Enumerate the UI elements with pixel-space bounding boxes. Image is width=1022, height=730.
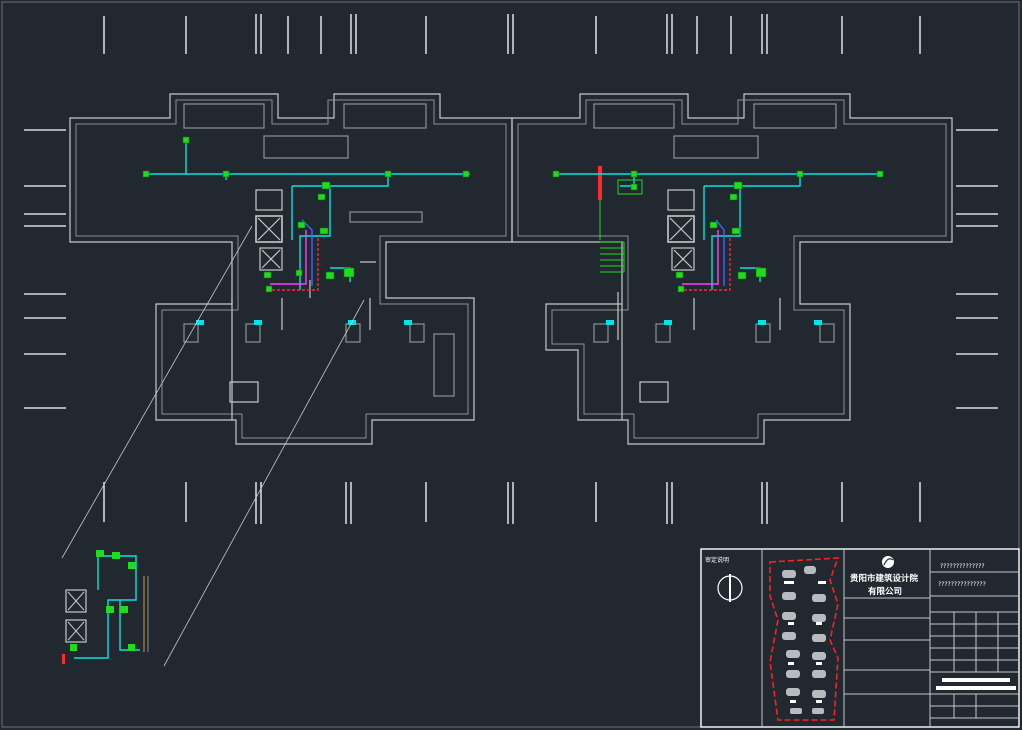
dimension-ticks-top	[103, 14, 921, 54]
title-block-note-label: 审定说明	[705, 556, 729, 564]
dimension-ticks-sides	[24, 129, 998, 409]
floor-plan-right-unit	[511, 93, 953, 445]
project-name-line1: ??????????????	[940, 563, 985, 570]
company-name-line2: 有限公司	[868, 586, 902, 597]
site-key-plan	[769, 557, 840, 721]
plumbing-right-unit	[556, 173, 880, 291]
company-name-line1: 贵阳市建筑设计院	[850, 573, 919, 584]
enlarged-detail-view	[62, 550, 149, 664]
sanitary-fixtures-right	[606, 320, 822, 325]
title-block	[700, 548, 1020, 728]
valve-box-right	[617, 179, 643, 195]
floor-plan-left-unit	[69, 93, 513, 445]
north-arrow-icon	[717, 574, 743, 602]
company-logo-icon	[882, 556, 894, 568]
fixtures-left-unit	[142, 136, 470, 293]
fixtures-right-unit	[552, 170, 884, 293]
detail-leader-lines	[61, 225, 365, 667]
riser-marker-red	[598, 166, 602, 200]
project-name-line2: ???????????????	[938, 581, 986, 588]
